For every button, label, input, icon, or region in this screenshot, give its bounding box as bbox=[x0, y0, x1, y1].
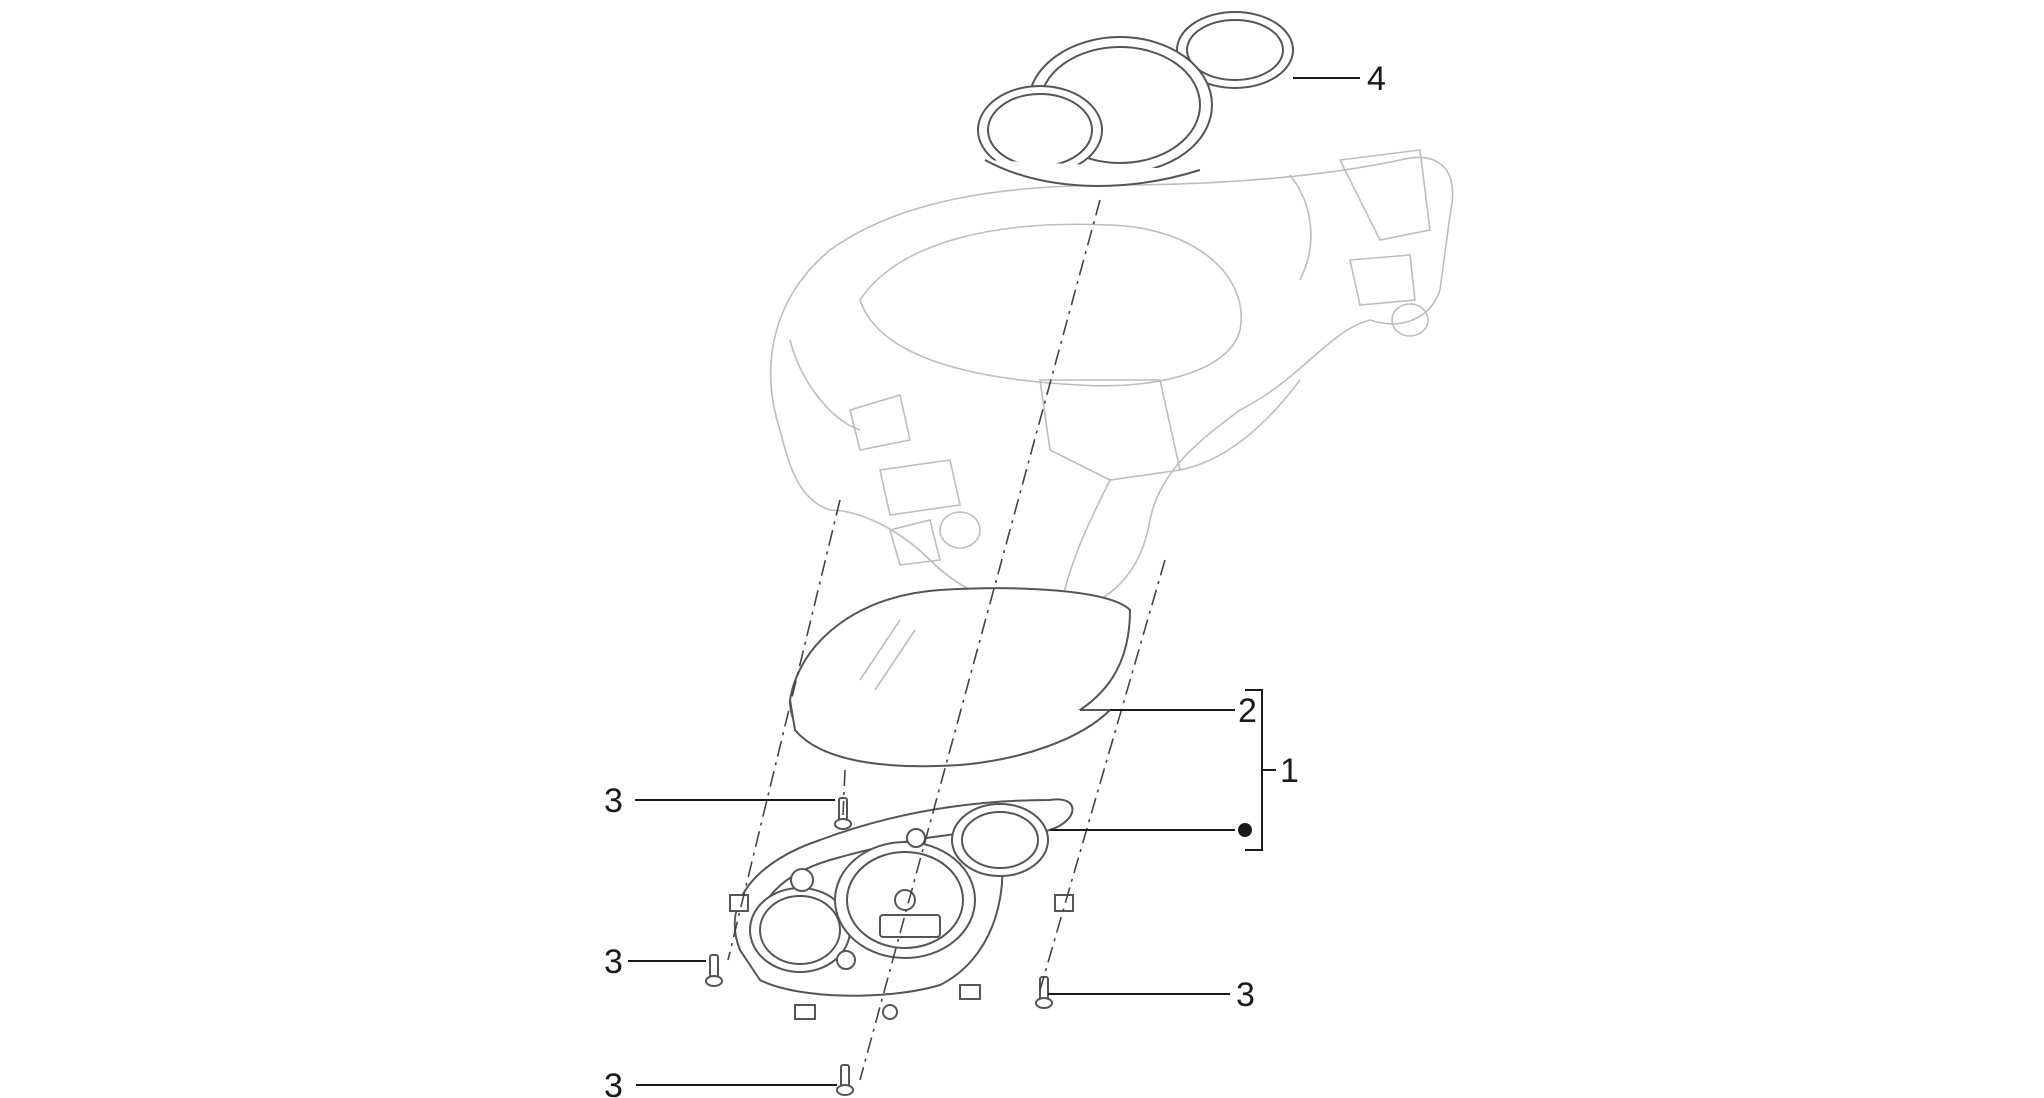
lens-cover bbox=[788, 587, 1132, 768]
screw-left bbox=[705, 954, 723, 987]
callout-3-bottom: 3 bbox=[604, 1067, 623, 1098]
leader-lines bbox=[628, 77, 1360, 1086]
callout-1: 1 bbox=[1280, 752, 1299, 790]
callout-4: 4 bbox=[1367, 60, 1386, 98]
bezel-rings bbox=[977, 11, 1294, 188]
screw-bottom bbox=[836, 1064, 854, 1096]
handlebar-cover bbox=[769, 149, 1454, 611]
screw-right bbox=[1035, 976, 1053, 1009]
callout-3-top: 3 bbox=[604, 782, 623, 820]
instrument-cluster bbox=[729, 798, 1074, 1020]
callout-2: 2 bbox=[1238, 692, 1257, 730]
callout-3-right: 3 bbox=[1236, 976, 1255, 1014]
callout-3-left: 3 bbox=[604, 943, 623, 981]
assembly-lines bbox=[727, 199, 1166, 1081]
